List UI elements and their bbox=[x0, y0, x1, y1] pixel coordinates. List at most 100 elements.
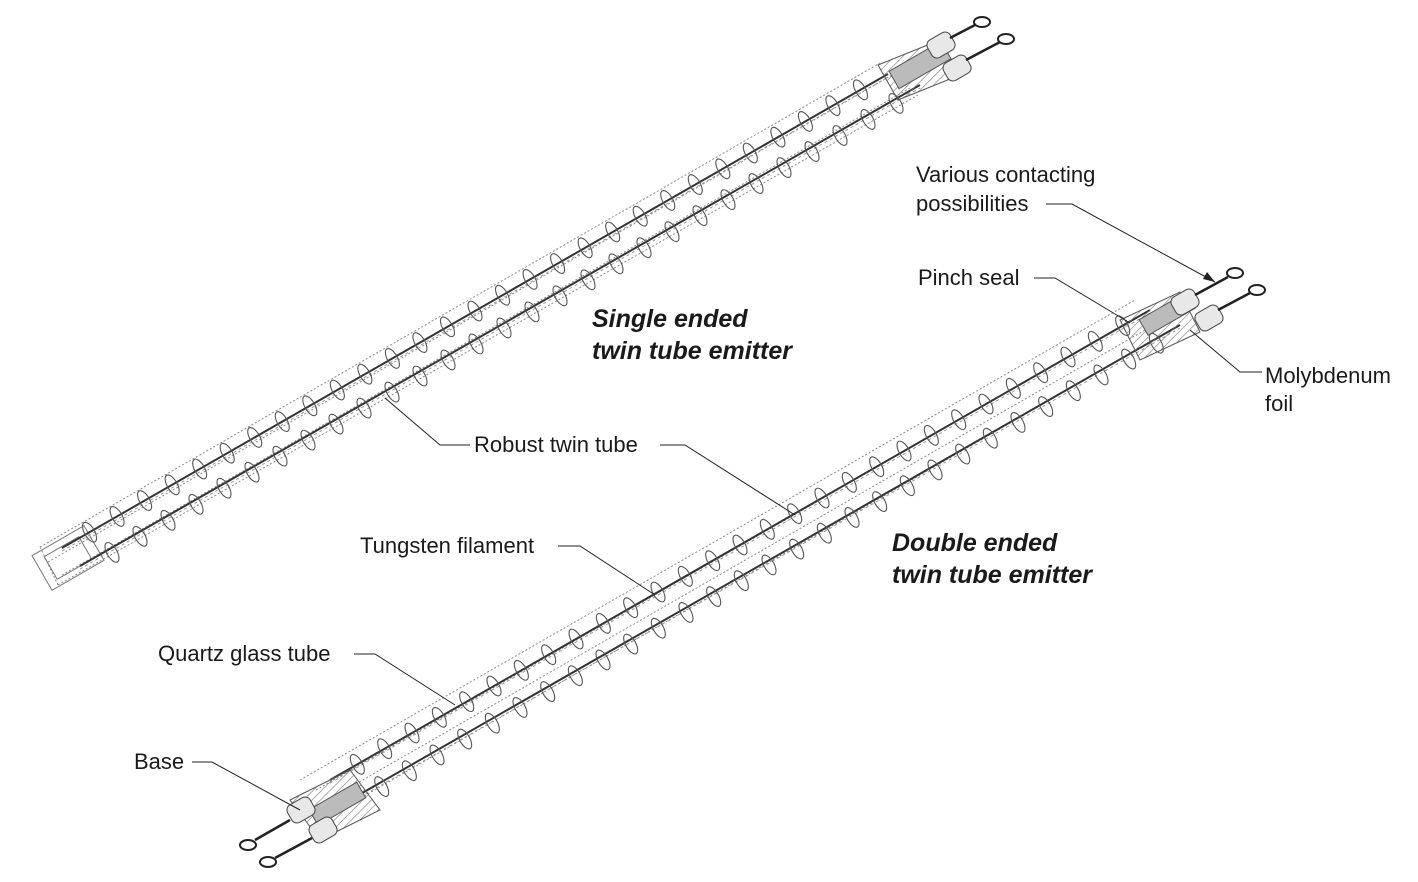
support-spiral bbox=[524, 301, 540, 323]
support-spiral bbox=[164, 474, 180, 496]
double-ended-title-line2: twin tube emitter bbox=[892, 561, 1093, 589]
support-spiral bbox=[486, 675, 502, 697]
support-spiral bbox=[412, 365, 428, 387]
support-spiral bbox=[429, 744, 445, 766]
support-spiral bbox=[300, 429, 316, 451]
support-spiral bbox=[401, 760, 417, 782]
label-base: Base bbox=[132, 748, 187, 776]
support-spiral bbox=[329, 379, 345, 401]
support-spiral bbox=[770, 126, 786, 148]
leader-robust-twin-tube-double bbox=[660, 444, 796, 516]
support-spiral bbox=[832, 125, 848, 146]
label-various-contacting-line1: Various contacting bbox=[916, 162, 1096, 187]
single-tube-end-cap bbox=[31, 524, 105, 592]
support-spiral bbox=[888, 93, 904, 114]
support-spiral bbox=[137, 490, 153, 511]
leader-arrowheads bbox=[1203, 272, 1215, 282]
double-ended-emitter bbox=[239, 267, 1266, 868]
support-spiral bbox=[412, 332, 428, 353]
support-spiral bbox=[357, 363, 373, 385]
support-spiral bbox=[440, 349, 456, 371]
support-spiral bbox=[404, 722, 420, 744]
support-spiral bbox=[748, 173, 764, 194]
support-spiral bbox=[439, 316, 456, 338]
support-spiral bbox=[923, 424, 939, 446]
single-tube-outline bbox=[39, 62, 919, 586]
support-spiral bbox=[247, 427, 263, 448]
support-spiral bbox=[595, 649, 611, 671]
single-ended-title-line1: Single ended bbox=[592, 305, 748, 333]
support-spiral bbox=[860, 109, 876, 130]
single-tube-support-spirals bbox=[81, 79, 904, 563]
support-spiral bbox=[1005, 377, 1021, 399]
support-spiral bbox=[1121, 348, 1137, 370]
support-spiral bbox=[608, 253, 624, 275]
support-spiral bbox=[951, 409, 967, 431]
arrowhead-various-contacting bbox=[1203, 272, 1215, 282]
support-spiral bbox=[467, 300, 483, 322]
support-spiral bbox=[349, 753, 365, 775]
label-robust-twin-tube: Robust twin tube bbox=[472, 431, 640, 459]
support-spiral bbox=[216, 477, 232, 499]
support-spiral bbox=[804, 141, 820, 162]
support-spiral bbox=[109, 506, 125, 527]
support-spiral bbox=[761, 554, 777, 576]
support-spiral bbox=[705, 550, 721, 572]
support-spiral bbox=[650, 617, 666, 639]
support-spiral bbox=[660, 190, 676, 211]
support-spiral bbox=[192, 458, 208, 480]
support-spiral bbox=[776, 157, 792, 178]
support-spiral bbox=[356, 397, 372, 419]
leader-quartz-glass-tube bbox=[354, 653, 456, 706]
single-tube-connectors bbox=[926, 16, 1015, 82]
support-spiral bbox=[720, 189, 736, 211]
support-spiral bbox=[759, 518, 775, 540]
double-tube-base-right bbox=[1119, 267, 1266, 361]
support-spiral bbox=[274, 411, 290, 432]
support-spiral bbox=[605, 221, 621, 243]
support-spiral bbox=[272, 445, 288, 467]
support-spiral bbox=[328, 413, 344, 435]
support-spiral bbox=[302, 395, 318, 417]
support-spiral bbox=[852, 79, 869, 101]
support-spiral bbox=[733, 570, 749, 592]
support-spiral bbox=[484, 712, 500, 734]
support-spiral bbox=[678, 602, 694, 623]
support-spiral bbox=[188, 493, 204, 515]
support-spiral bbox=[1087, 330, 1103, 352]
support-spiral bbox=[513, 659, 529, 681]
support-spiral bbox=[457, 728, 473, 750]
support-spiral bbox=[512, 697, 528, 718]
leader-lines bbox=[192, 203, 1262, 811]
support-spiral bbox=[104, 541, 120, 563]
support-spiral bbox=[787, 503, 803, 525]
support-spiral bbox=[814, 487, 830, 509]
support-spiral bbox=[632, 205, 648, 227]
double-tube-support-spirals bbox=[349, 315, 1164, 797]
support-spiral bbox=[580, 269, 596, 291]
support-spiral bbox=[955, 443, 971, 465]
support-spiral bbox=[567, 665, 583, 687]
support-spiral bbox=[496, 317, 512, 339]
single-ended-emitter bbox=[31, 16, 1015, 592]
support-spiral bbox=[844, 507, 860, 528]
support-spiral bbox=[816, 522, 832, 544]
label-pinch-seal: Pinch seal bbox=[918, 265, 1020, 290]
label-various-contacting-line2: possibilities bbox=[916, 191, 1029, 216]
support-spiral bbox=[742, 142, 758, 164]
leader-various-contacting bbox=[1046, 203, 1216, 283]
support-spiral bbox=[789, 538, 805, 560]
support-spiral bbox=[81, 521, 98, 543]
support-spiral bbox=[872, 491, 888, 512]
support-spiral bbox=[468, 333, 484, 355]
support-spiral bbox=[219, 442, 235, 464]
leader-robust-twin-tube-single bbox=[384, 397, 470, 446]
support-spiral bbox=[1093, 364, 1109, 386]
single-tube-filament-upper bbox=[61, 73, 889, 552]
support-spiral bbox=[1010, 412, 1026, 433]
support-spiral bbox=[732, 534, 748, 556]
support-spiral bbox=[522, 269, 538, 290]
support-spiral bbox=[687, 174, 703, 195]
